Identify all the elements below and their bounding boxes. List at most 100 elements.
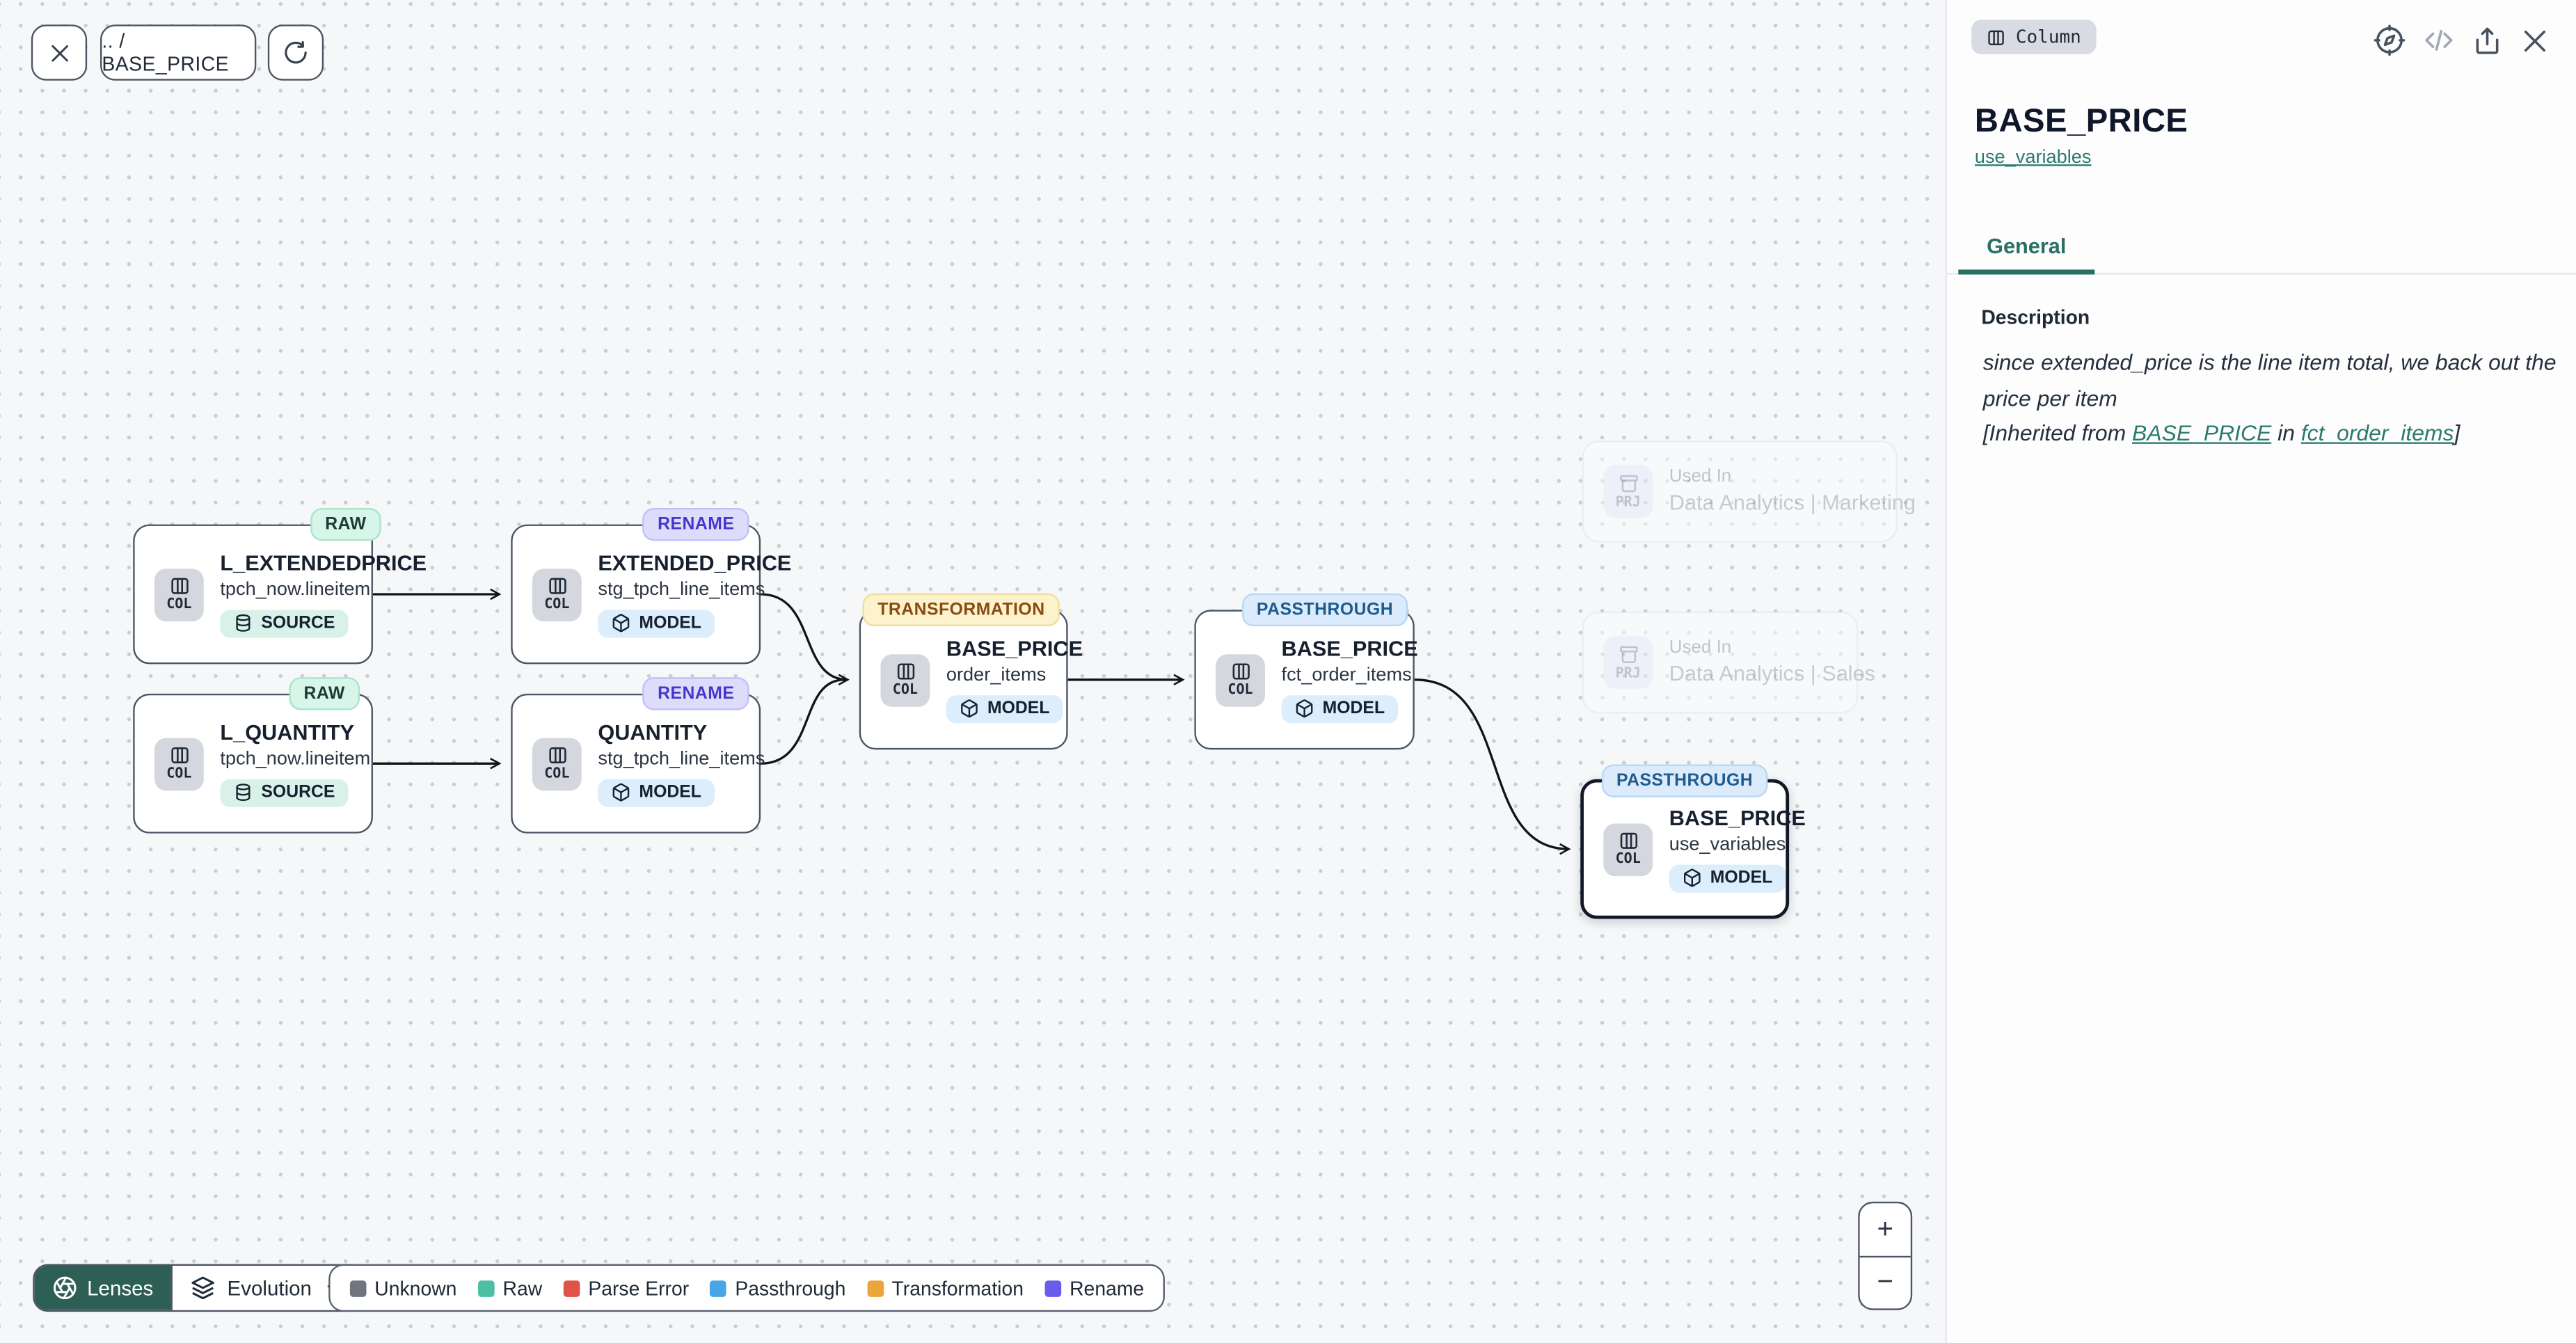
columns-icon xyxy=(1986,27,2005,47)
node-subtitle: stg_tpch_line_items xyxy=(598,747,765,772)
node-title: EXTENDED_PRICE xyxy=(598,551,791,578)
columns-icon xyxy=(168,575,190,597)
description-text: since extended_price is the line item to… xyxy=(1983,345,2561,416)
lens-tag: PASSTHROUGH xyxy=(1602,764,1768,797)
close-lineage-button[interactable] xyxy=(31,24,87,80)
database-icon xyxy=(233,613,253,633)
project-kind-chip: PRJ xyxy=(1603,636,1653,689)
project-icon xyxy=(1617,644,1639,665)
node-base-price-order-items[interactable]: TRANSFORMATION COL BASE_PRICE order_item… xyxy=(859,610,1068,749)
column-kind-chip: COL xyxy=(1603,823,1653,875)
cube-icon xyxy=(1683,868,1702,888)
legend-swatch xyxy=(350,1280,367,1296)
legend-item-raw: Raw xyxy=(478,1276,542,1299)
node-title: BASE_PRICE xyxy=(1669,806,1806,832)
close-icon[interactable] xyxy=(2520,26,2550,56)
legend-item-passthrough: Passthrough xyxy=(710,1276,846,1299)
legend-swatch xyxy=(867,1280,884,1296)
close-icon xyxy=(47,40,71,65)
legend-item-parse-error: Parse Error xyxy=(564,1276,689,1299)
used-in-label: Used In xyxy=(1669,466,1916,489)
panel-title: BASE_PRICE xyxy=(1975,104,2188,141)
lens-tag: RAW xyxy=(310,508,381,541)
lenses-control: Lenses Evolution xyxy=(33,1264,363,1312)
columns-icon xyxy=(546,745,568,767)
column-kind-chip: COL xyxy=(532,737,582,790)
model-badge: MODEL xyxy=(598,609,714,637)
model-badge: MODEL xyxy=(598,779,714,806)
node-title: QUANTITY xyxy=(598,721,707,747)
node-l-extendedprice[interactable]: RAW COL L_EXTENDEDPRICE tpch_now.lineite… xyxy=(133,525,373,665)
compass-icon[interactable] xyxy=(2374,24,2406,56)
node-title: L_EXTENDEDPRICE xyxy=(220,551,427,578)
entity-type-badge: Column xyxy=(1971,19,2096,54)
project-icon xyxy=(1617,473,1639,495)
columns-icon xyxy=(546,575,568,597)
legend-swatch xyxy=(478,1280,495,1296)
node-subtitle: tpch_now.lineitem xyxy=(220,747,370,772)
model-badge: MODEL xyxy=(946,694,1063,722)
lens-legend: Unknown Raw Parse Error Passthrough Tran… xyxy=(328,1264,1166,1312)
share-icon[interactable] xyxy=(2472,26,2502,56)
column-kind-chip: COL xyxy=(154,737,204,790)
minus-icon: − xyxy=(1877,1266,1893,1299)
layers-icon xyxy=(191,1276,216,1300)
legend-swatch xyxy=(1045,1280,1062,1296)
columns-icon xyxy=(1230,661,1251,683)
used-in-card-marketing[interactable]: PRJ Used In Data Analytics | Marketing xyxy=(1582,440,1898,542)
project-kind-chip: PRJ xyxy=(1603,466,1653,518)
lens-tag: RENAME xyxy=(643,508,749,541)
tab-general[interactable]: General xyxy=(1958,221,2094,275)
node-l-quantity[interactable]: RAW COL L_QUANTITY tpch_now.lineitem SOU… xyxy=(133,694,373,834)
cube-icon xyxy=(611,783,630,802)
lens-tag: RENAME xyxy=(643,677,749,710)
used-in-card-sales[interactable]: PRJ Used In Data Analytics | Sales xyxy=(1582,612,1859,713)
canvas-zoom-control: + − xyxy=(1858,1202,1912,1310)
legend-swatch xyxy=(710,1280,727,1296)
node-title: BASE_PRICE xyxy=(1282,637,1418,663)
lens-tag: RAW xyxy=(289,677,360,710)
zoom-out-button[interactable]: − xyxy=(1860,1257,1911,1308)
node-extended-price[interactable]: RENAME COL EXTENDED_PRICE stg_tpch_line_… xyxy=(511,525,761,665)
lineage-canvas[interactable]: .. / BASE_PRICE RAW COL L_EXTENDEDPRICE … xyxy=(0,0,1945,1343)
cube-icon xyxy=(611,613,630,633)
used-in-label: Used In xyxy=(1669,636,1875,660)
node-title: BASE_PRICE xyxy=(946,637,1083,663)
node-subtitle: use_variables xyxy=(1669,833,1786,857)
refresh-button[interactable] xyxy=(268,24,324,80)
breadcrumb-label: .. / BASE_PRICE xyxy=(102,30,255,76)
legend-swatch xyxy=(564,1280,580,1296)
source-badge: SOURCE xyxy=(220,779,348,806)
used-in-project: Data Analytics | Marketing xyxy=(1669,488,1916,517)
node-subtitle: fct_order_items xyxy=(1282,664,1412,688)
column-kind-chip: COL xyxy=(880,653,930,706)
node-base-price-fct-order-items[interactable]: PASSTHROUGH COL BASE_PRICE fct_order_ite… xyxy=(1194,610,1414,749)
lenses-button[interactable]: Lenses xyxy=(35,1266,172,1310)
lens-tag: PASSTHROUGH xyxy=(1242,594,1408,626)
lens-tag: TRANSFORMATION xyxy=(863,594,1060,626)
node-quantity[interactable]: RENAME COL QUANTITY stg_tpch_line_items … xyxy=(511,694,761,834)
breadcrumb[interactable]: .. / BASE_PRICE xyxy=(100,24,256,80)
description-label: Description xyxy=(1981,305,2090,328)
code-icon[interactable] xyxy=(2423,24,2454,56)
inherited-column-link[interactable]: BASE_PRICE xyxy=(2132,421,2271,445)
legend-item-rename: Rename xyxy=(1045,1276,1145,1299)
panel-model-link[interactable]: use_variables xyxy=(1975,148,2092,168)
inherited-note: [Inherited from BASE_PRICE in fct_order_… xyxy=(1983,421,2561,445)
used-in-project: Data Analytics | Sales xyxy=(1669,660,1875,688)
lenses-label: Lenses xyxy=(87,1276,153,1299)
plus-icon: + xyxy=(1877,1213,1893,1246)
aperture-icon xyxy=(53,1276,77,1300)
node-subtitle: stg_tpch_line_items xyxy=(598,578,765,603)
zoom-in-button[interactable]: + xyxy=(1860,1203,1911,1257)
legend-item-unknown: Unknown xyxy=(350,1276,457,1299)
model-badge: MODEL xyxy=(1282,694,1398,722)
node-title: L_QUANTITY xyxy=(220,721,354,747)
node-base-price-use-variables[interactable]: PASSTHROUGH COL BASE_PRICE use_variables… xyxy=(1580,779,1789,919)
lens-mode-value: Evolution xyxy=(228,1276,312,1299)
column-kind-chip: COL xyxy=(1216,653,1265,706)
columns-icon xyxy=(895,661,916,683)
legend-item-transformation: Transformation xyxy=(867,1276,1024,1299)
inherited-model-link[interactable]: fct_order_items xyxy=(2301,421,2454,445)
